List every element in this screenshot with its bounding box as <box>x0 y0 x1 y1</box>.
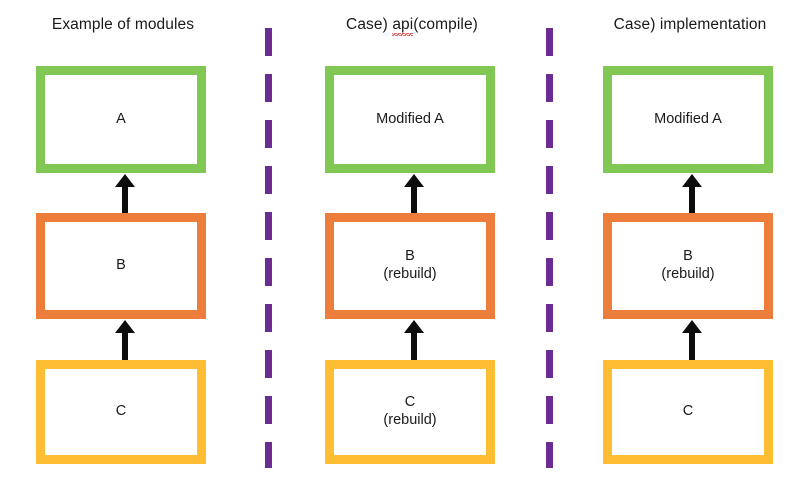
node-a-column-1: A <box>36 66 206 173</box>
arrow-head-icon <box>682 174 702 187</box>
arrow-head-icon <box>404 320 424 333</box>
arrow-head-icon <box>115 174 135 187</box>
arrow-shaft <box>411 331 417 360</box>
column-title-case-implementation: Case) implementation <box>613 16 767 33</box>
arrow-b-to-a-column-1 <box>115 174 135 213</box>
arrow-c-to-b-column-1 <box>115 320 135 360</box>
divider-1 <box>265 28 272 468</box>
divider-2 <box>546 28 553 468</box>
column-title-example-of-modules: Example of modules <box>51 16 195 33</box>
node-label: B (rebuild) <box>383 248 437 282</box>
node-label: C <box>682 403 694 420</box>
arrow-shaft <box>689 331 695 360</box>
column-case-implementation: Case) implementation Modified A B (rebui… <box>567 0 806 485</box>
node-label: A <box>116 110 126 127</box>
node-label: B <box>116 257 126 274</box>
arrow-shaft <box>122 331 128 360</box>
arrow-b-to-a-column-3 <box>682 174 702 213</box>
column-title-case-api-compile: Case) api(compile) <box>289 16 535 36</box>
arrow-head-icon <box>115 320 135 333</box>
arrow-c-to-b-column-3 <box>682 320 702 360</box>
arrow-b-to-a-column-2 <box>404 174 424 213</box>
node-c-column-1: C <box>36 360 206 464</box>
node-label: B (rebuild) <box>661 248 715 282</box>
node-c-column-3: C <box>603 360 773 464</box>
node-a-column-3: Modified A <box>603 66 773 173</box>
title-prefix: Case) <box>346 16 393 33</box>
arrow-shaft <box>411 185 417 213</box>
node-b-column-1: B <box>36 213 206 319</box>
title-spellchecked-word: api <box>392 16 414 36</box>
arrow-head-icon <box>682 320 702 333</box>
node-b-column-2: B (rebuild) <box>325 213 495 319</box>
arrow-shaft <box>689 185 695 213</box>
column-case-api-compile: Case) api(compile) Modified A B (rebuild… <box>289 0 535 485</box>
column-example-of-modules: Example of modules A B C <box>0 0 246 485</box>
node-label: C <box>115 403 127 420</box>
node-b-column-3: B (rebuild) <box>603 213 773 319</box>
node-c-column-2: C (rebuild) <box>325 360 495 464</box>
node-label: Modified A <box>376 110 444 127</box>
arrow-head-icon <box>404 174 424 187</box>
arrow-shaft <box>122 185 128 213</box>
arrow-c-to-b-column-2 <box>404 320 424 360</box>
node-label: Modified A <box>654 110 722 127</box>
node-a-column-2: Modified A <box>325 66 495 173</box>
title-suffix: (compile) <box>413 16 478 33</box>
node-label: C (rebuild) <box>383 394 437 428</box>
